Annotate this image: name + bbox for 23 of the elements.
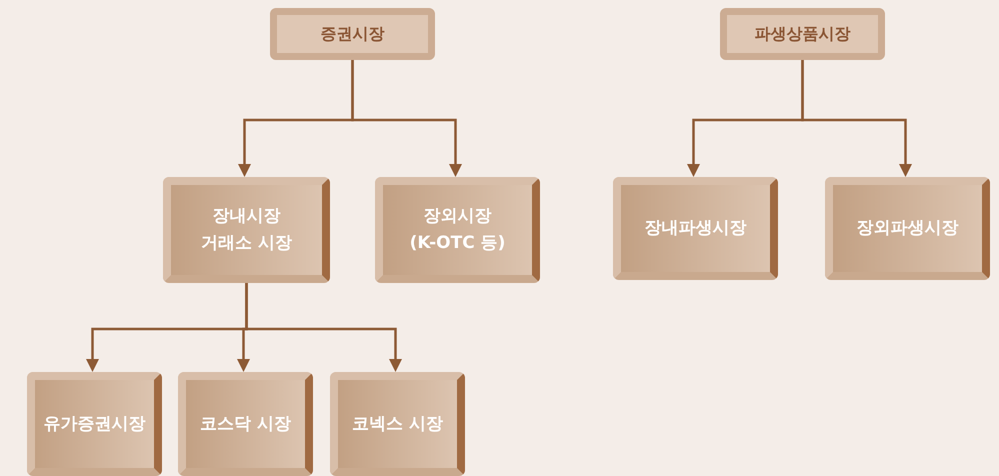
connector-arrow bbox=[351, 60, 462, 177]
market-box bbox=[27, 372, 162, 476]
box-label: 장외시장 bbox=[424, 205, 492, 228]
connector-arrow bbox=[801, 60, 912, 177]
box-label: 코스닥 시장 bbox=[200, 412, 291, 436]
box-label: 증권시장 bbox=[320, 24, 384, 44]
box-label: 파생상품시장 bbox=[754, 24, 850, 44]
market-box bbox=[375, 177, 540, 283]
box-label: 장내시장 bbox=[212, 205, 280, 228]
market-box bbox=[163, 177, 330, 283]
market-box bbox=[720, 8, 885, 60]
box-label: (K-OTC 등) bbox=[410, 232, 506, 255]
box-label: 장내파생시장 bbox=[644, 217, 746, 240]
box-label: 거래소 시장 bbox=[201, 232, 292, 255]
market-box bbox=[178, 372, 313, 476]
box-label: 장외파생시장 bbox=[856, 217, 958, 240]
connector-arrow bbox=[245, 283, 402, 372]
box-label: 유가증권시장 bbox=[44, 412, 146, 436]
market-box bbox=[825, 177, 990, 280]
market-box bbox=[270, 8, 435, 60]
box-label: 코넥스 시장 bbox=[352, 412, 443, 436]
market-box bbox=[613, 177, 778, 280]
market-box bbox=[330, 372, 465, 476]
